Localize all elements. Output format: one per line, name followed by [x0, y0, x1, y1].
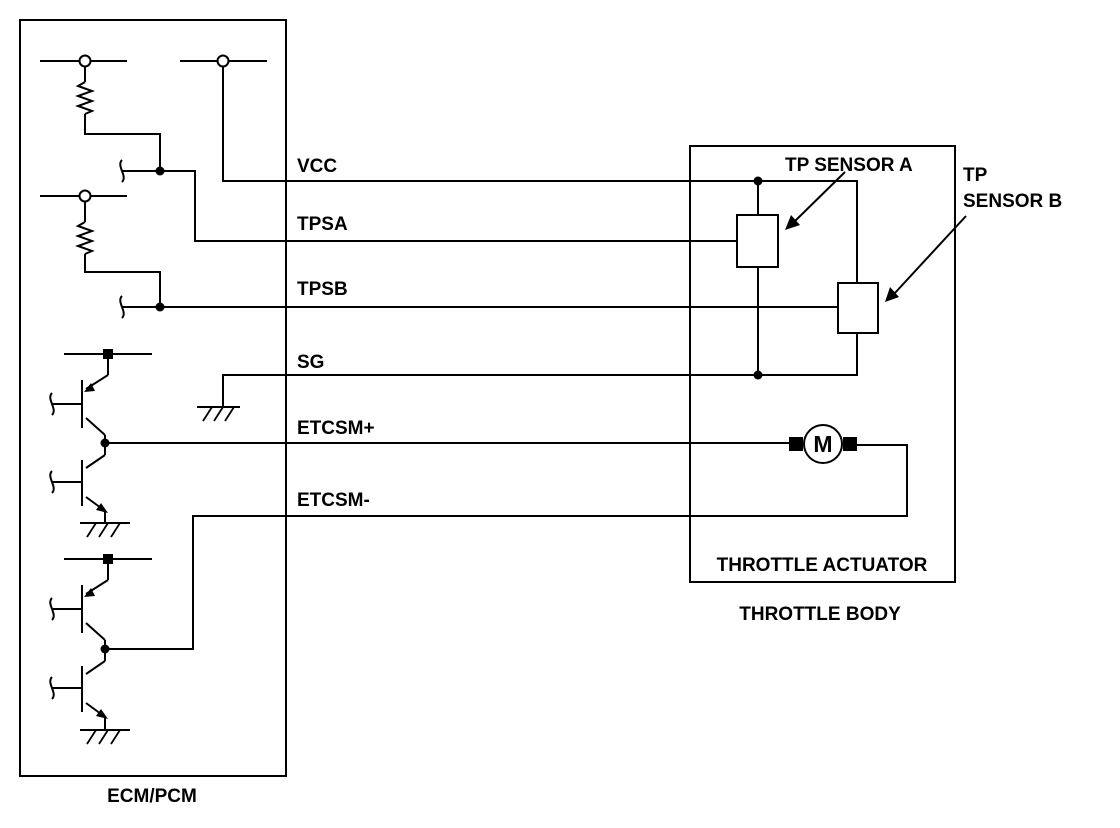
label-throttle-actuator: THROTTLE ACTUATOR [717, 555, 928, 576]
junction-vcc-sensor [753, 176, 763, 186]
terminal-1 [78, 54, 92, 68]
label-tp-sensor-a: TP SENSOR A [785, 155, 913, 176]
label-sg: SG [297, 352, 324, 373]
half-bridge-2 [49, 554, 152, 745]
throttle-motor: M [789, 424, 857, 464]
pullup-resistor-1 [75, 81, 95, 115]
wire-vcc [222, 66, 858, 283]
harness-wires [105, 66, 908, 650]
motor-circle [803, 424, 843, 464]
label-throttle-body: THROTTLE BODY [739, 604, 901, 625]
terminal-2 [216, 54, 230, 68]
half-bridge-1 [49, 349, 152, 538]
throttle-body: THROTTLE ACTUATOR THROTTLE BODY TP SENSO… [689, 145, 1062, 625]
tp-sensor-b [837, 282, 879, 334]
leader-tp-sensor-b [885, 215, 967, 302]
ground-symbol-sg [197, 406, 240, 422]
label-tp-sensor-b-line1: TP [963, 165, 988, 186]
motor-label: M [813, 431, 832, 457]
wire-etcsm-minus [105, 444, 908, 650]
throttle-actuator-box [689, 145, 956, 583]
terminal-3 [78, 189, 92, 203]
label-tpsa: TPSA [297, 214, 348, 235]
tp-sensor-a [736, 214, 779, 268]
label-tpsb: TPSB [297, 279, 348, 300]
label-etcsm-plus: ETCSM+ [297, 418, 375, 439]
supply-rail-1 [40, 54, 161, 183]
label-vcc: VCC [297, 156, 337, 177]
supply-terminal-2 [103, 554, 113, 564]
wire-tpsa [160, 170, 737, 242]
leader-tp-sensor-a [785, 171, 846, 230]
ecm-pcm-module: ECM/PCM [19, 19, 287, 807]
junction-sg-sensor [753, 370, 763, 380]
ecm-pcm-box [19, 19, 287, 777]
ecm-pcm-label: ECM/PCM [107, 786, 197, 807]
supply-rail-2 [180, 54, 267, 68]
label-etcsm-minus: ETCSM- [297, 490, 370, 511]
pullup-resistor-2 [75, 221, 95, 255]
supply-terminal-1 [103, 349, 113, 359]
supply-rail-3 [40, 189, 161, 319]
label-tp-sensor-b-line2: SENSOR B [963, 191, 1062, 212]
wire-sg [222, 333, 858, 407]
